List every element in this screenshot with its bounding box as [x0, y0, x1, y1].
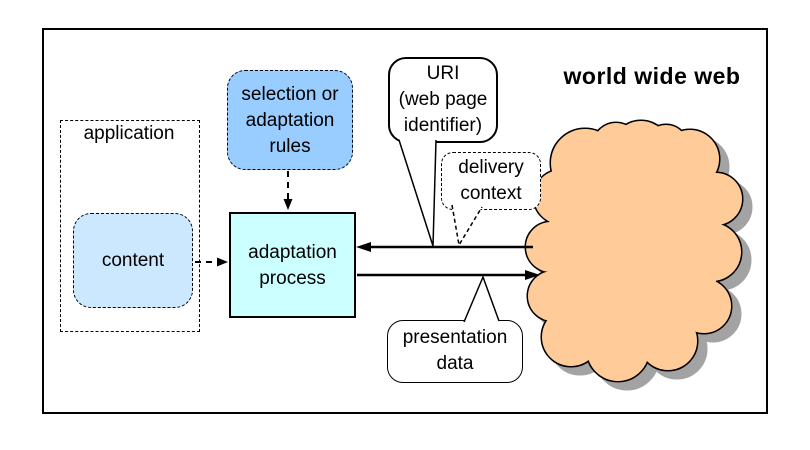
selection-rules-line: adaptation — [245, 110, 335, 131]
adaptation-process-line: adaptation — [248, 242, 337, 263]
delivery-context-line: context — [460, 183, 522, 204]
selection-rules-line: selection or — [241, 84, 339, 105]
www-title: world wide web — [563, 63, 741, 89]
adaptation-process-line: process — [259, 268, 326, 289]
uri-callout: URI (web page identifier) — [388, 57, 498, 143]
uri-callout-line: URI — [426, 63, 460, 84]
presentation-data-line: presentation — [402, 327, 508, 348]
uri-callout-line: (web page — [398, 89, 488, 110]
selection-rules-box: selection or adaptation rules — [227, 70, 353, 170]
application-label: application — [83, 123, 175, 144]
selection-rules-line: rules — [269, 136, 311, 157]
delivery-context-line: delivery — [458, 157, 524, 178]
presentation-data-line: data — [436, 353, 474, 374]
presentation-data-callout: presentation data — [387, 320, 523, 383]
content-label: content — [101, 249, 165, 271]
uri-callout-line: identifier) — [403, 115, 483, 136]
adaptation-process-box: adaptation process — [229, 212, 356, 318]
delivery-context-callout: delivery context — [441, 152, 541, 210]
content-box: content — [73, 213, 193, 308]
